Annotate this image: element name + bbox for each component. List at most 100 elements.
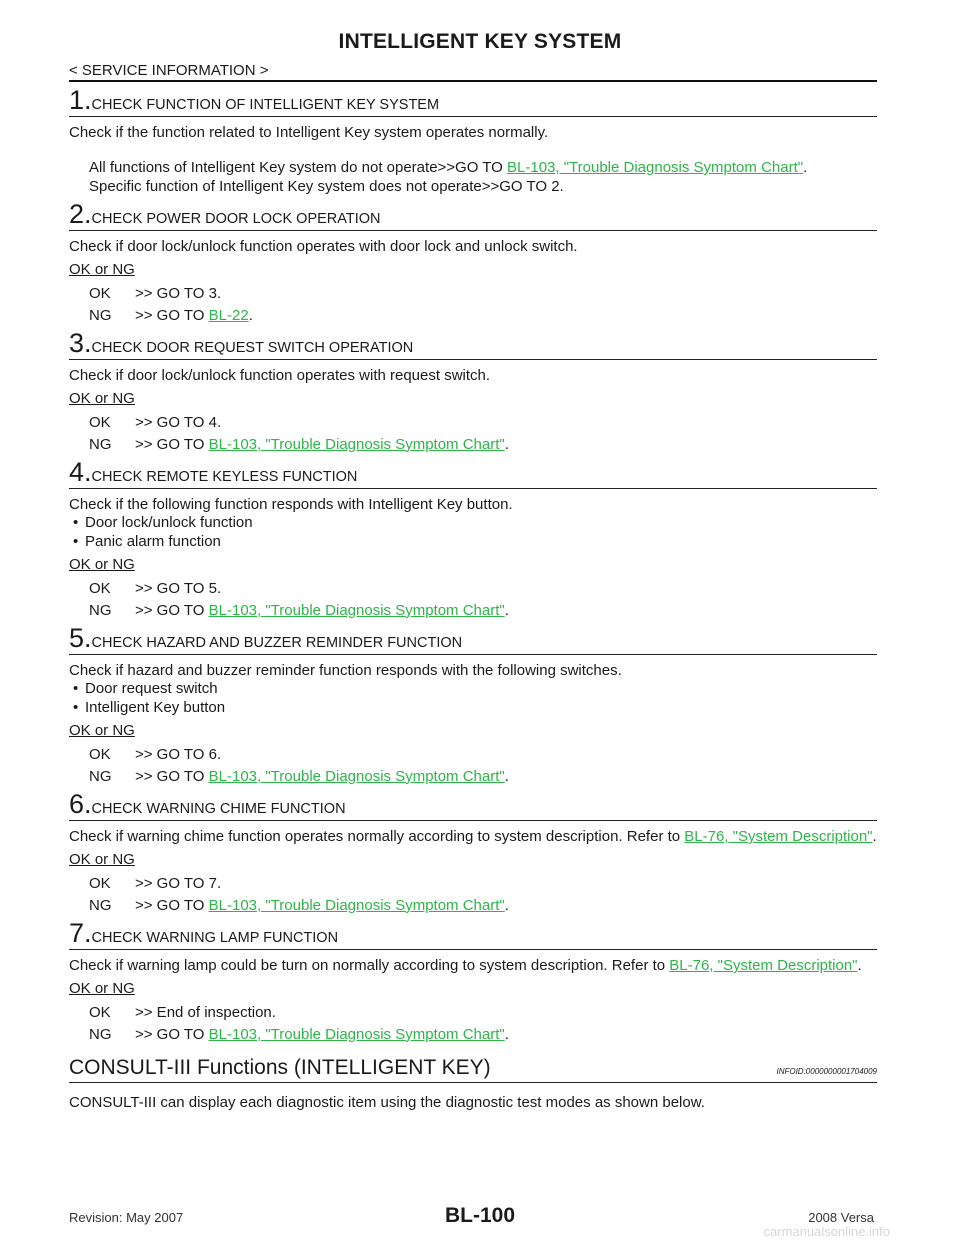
punct: . (872, 828, 877, 845)
punct: . (504, 767, 509, 785)
ng-action: >> GO TO (135, 435, 209, 453)
bullet-text: Panic alarm function (85, 532, 221, 550)
ok-ng-label: OK or NG (69, 556, 135, 573)
ng-action: >> GO TO (135, 767, 209, 785)
bullet-text: Intelligent Key button (85, 698, 226, 716)
ok-action: >> End of inspection. (135, 1004, 276, 1021)
bullet-item: • Door request switch (69, 680, 877, 699)
ok-ng-label: OK or NG (69, 261, 135, 278)
ok-ng-label: OK or NG (69, 851, 135, 868)
footer-revision: Revision: May 2007 (69, 1210, 184, 1225)
step-title: CHECK DOOR REQUEST SWITCH OPERATION (91, 340, 414, 356)
step-heading: 5. CHECK HAZARD AND BUZZER REMINDER FUNC… (69, 624, 877, 655)
step-number: 7. (69, 918, 92, 948)
consult-description: CONSULT-III can display each diagnostic … (69, 1094, 705, 1111)
link-bl-103[interactable]: BL-103, "Trouble Diagnosis Symptom Chart… (208, 435, 505, 453)
bullet-text: Door lock/unlock function (85, 514, 253, 531)
step-2: 2. CHECK POWER DOOR LOCK OPERATION Check… (69, 200, 877, 325)
step-6: 6. CHECK WARNING CHIME FUNCTION Check if… (69, 790, 877, 915)
footer-model: 2008 Versa (808, 1210, 874, 1225)
ng-key: NG (89, 601, 112, 619)
ng-action: >> GO TO (135, 306, 209, 324)
link-bl-103[interactable]: BL-103, "Trouble Diagnosis Symptom Chart… (208, 767, 505, 785)
ok-key: OK (89, 1004, 111, 1021)
step-number: 6. (69, 789, 92, 819)
step-heading: 3. CHECK DOOR REQUEST SWITCH OPERATION (69, 329, 877, 360)
info-id: INFOID:0000000001704009 (776, 1067, 877, 1076)
punct: . (248, 306, 253, 324)
ok-key: OK (89, 746, 111, 763)
ok-action: >> GO TO 6. (135, 746, 222, 763)
step-heading: 6. CHECK WARNING CHIME FUNCTION (69, 790, 877, 821)
bullet-dot-icon: • (73, 680, 79, 697)
ng-key: NG (89, 1025, 112, 1043)
link-bl-103[interactable]: BL-103, "Trouble Diagnosis Symptom Chart… (507, 159, 804, 176)
ng-result: NG>> GO TO BL-103, "Trouble Diagnosis Sy… (69, 1026, 877, 1045)
ok-result: OK >> GO TO 3. (69, 285, 877, 304)
header-rule (69, 80, 877, 82)
ok-result: OK >> GO TO 6. (69, 746, 877, 765)
step-number: 5. (69, 623, 92, 653)
punct: . (803, 159, 808, 176)
ng-key: NG (89, 306, 112, 324)
ok-key: OK (89, 580, 111, 597)
ng-key: NG (89, 896, 112, 914)
step-heading: 1. CHECK FUNCTION OF INTELLIGENT KEY SYS… (69, 86, 877, 117)
ok-action: >> GO TO 5. (135, 580, 222, 597)
link-bl-103[interactable]: BL-103, "Trouble Diagnosis Symptom Chart… (208, 1025, 505, 1043)
ng-key: NG (89, 435, 112, 453)
step-title: CHECK WARNING CHIME FUNCTION (91, 801, 346, 817)
step-title: CHECK HAZARD AND BUZZER REMINDER FUNCTIO… (91, 635, 463, 651)
step-number: 4. (69, 457, 92, 487)
step-title: CHECK REMOTE KEYLESS FUNCTION (91, 469, 358, 485)
step-number: 2. (69, 199, 92, 229)
ng-result: NG >> GO TO BL-103, "Trouble Diagnosis Sy… (69, 436, 877, 455)
ok-result: OK >> End of inspection. (69, 1004, 877, 1023)
description-text: Check if warning lamp could be turn on n… (69, 957, 670, 974)
punct: . (857, 957, 862, 974)
consult-title: CONSULT-III Functions (INTELLIGENT KEY) (69, 1056, 491, 1079)
step-description: Check if door lock/unlock function opera… (69, 238, 578, 255)
ok-key: OK (89, 414, 111, 431)
ok-action: >> GO TO 4. (135, 414, 222, 431)
step-description: Check if door lock/unlock function opera… (69, 367, 491, 384)
step-5: 5. CHECK HAZARD AND BUZZER REMINDER FUNC… (69, 624, 877, 786)
ok-ng-label: OK or NG (69, 722, 135, 739)
bullet-item: • Panic alarm function (69, 533, 877, 552)
link-bl-103[interactable]: BL-103, "Trouble Diagnosis Symptom Chart… (208, 601, 505, 619)
punct: . (504, 1025, 509, 1043)
punct: . (504, 435, 509, 453)
step-1: 1. CHECK FUNCTION OF INTELLIGENT KEY SYS… (69, 86, 877, 196)
bullet-dot-icon: • (73, 514, 79, 531)
link-bl-76[interactable]: BL-76, "System Description" (684, 828, 873, 845)
footer-page-number: BL-100 (444, 1204, 516, 1227)
step-description: Check if warning lamp could be turn on n… (69, 956, 877, 975)
ng-action: >> GO TO (135, 601, 209, 619)
step-7: 7. CHECK WARNING LAMP FUNCTION Check if … (69, 919, 877, 1044)
step-4: 4. CHECK REMOTE KEYLESS FUNCTION Check i… (69, 458, 877, 620)
link-bl-22[interactable]: BL-22 (208, 306, 249, 324)
step-description: Check if hazard and buzzer reminder func… (69, 662, 622, 679)
result-line: Specific function of Intelligent Key sys… (69, 178, 877, 197)
step-title: CHECK FUNCTION OF INTELLIGENT KEY SYSTEM (91, 97, 440, 113)
ok-result: OK >> GO TO 7. (69, 875, 877, 894)
ng-result: NG >> GO TO BL-103, "Trouble Diagnosis Sy… (69, 602, 877, 621)
step-description: Check if warning chime function operates… (69, 827, 877, 846)
ng-result: NG >> GO TO BL-22. (69, 307, 877, 326)
link-bl-103[interactable]: BL-103, "Trouble Diagnosis Symptom Chart… (208, 896, 505, 914)
step-description: Check if the following function responds… (69, 496, 513, 513)
step-heading: 7. CHECK WARNING LAMP FUNCTION (69, 919, 877, 950)
ok-action: >> GO TO 3. (135, 285, 222, 302)
description-text: Check if warning chime function operates… (69, 828, 685, 845)
bullet-dot-icon: • (73, 532, 79, 550)
ng-action: >> GO TO (135, 896, 209, 914)
link-bl-76[interactable]: BL-76, "System Description" (669, 957, 858, 974)
ng-result: NG >> GO TO BL-103, "Trouble Diagnosis Sy… (69, 897, 877, 916)
section-breadcrumb: < SERVICE INFORMATION > (69, 62, 269, 79)
bullet-text: Door request switch (85, 680, 218, 697)
ok-action: >> GO TO 7. (135, 875, 222, 892)
ok-result: OK >> GO TO 5. (69, 580, 877, 599)
ok-key: OK (89, 875, 111, 892)
result-text: Specific function of Intelligent Key sys… (89, 177, 564, 195)
ok-key: OK (89, 285, 111, 302)
